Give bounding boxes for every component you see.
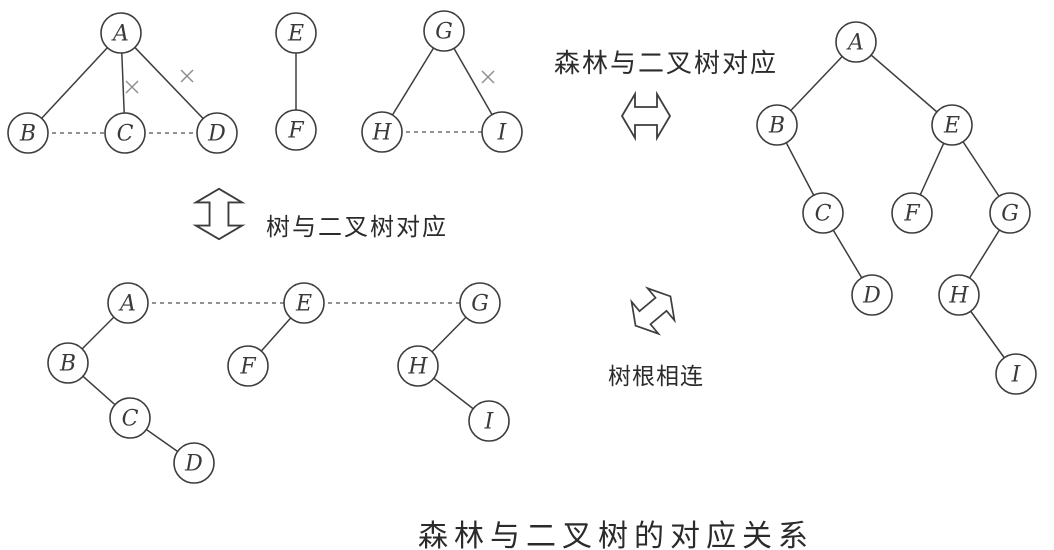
double-arrow-diagonal-icon (630, 286, 676, 336)
node-label: F (287, 118, 304, 143)
node-label: D (862, 283, 881, 308)
node-label: B (59, 351, 76, 376)
tree-node-C: C (802, 192, 844, 234)
node-circle (481, 111, 523, 153)
tree-node-I: I (468, 400, 510, 442)
tree-node-F: F (275, 109, 317, 151)
node-label: F (239, 354, 256, 379)
node-circle (107, 282, 149, 324)
node-circle (835, 21, 877, 63)
node-circle (361, 111, 403, 153)
node-label: C (117, 121, 134, 146)
tree-node-E: E (283, 282, 325, 324)
node-circle (7, 112, 49, 154)
node-circle (851, 274, 893, 316)
double-arrow-vertical-icon (192, 187, 246, 241)
node-label: E (295, 291, 312, 316)
tree-node-G: G (423, 10, 465, 52)
tree-node-F: F (891, 192, 933, 234)
tree-node-H: H (361, 111, 403, 153)
edge-A-D (120, 32, 218, 134)
tree-node-I: I (995, 353, 1037, 395)
node-circle (275, 12, 317, 54)
tree-node-E: E (275, 12, 317, 54)
edge-A-B (27, 32, 122, 134)
edge-A-E (855, 41, 953, 126)
node-label: A (111, 21, 129, 46)
node-label: G (435, 19, 453, 44)
node-label: I (497, 120, 508, 145)
node-circle (891, 192, 933, 234)
tree-node-D: D (173, 442, 215, 484)
node-circle (459, 282, 501, 324)
tree-node-D: D (196, 112, 238, 154)
double-arrow-horizontal-icon (620, 90, 672, 142)
tree-node-A: A (835, 21, 877, 63)
node-circle (423, 10, 465, 52)
node-label: I (484, 409, 495, 434)
node-circle (468, 400, 510, 442)
node-label: B (19, 121, 36, 146)
tree-node-B: B (47, 342, 89, 384)
node-label: G (1001, 201, 1019, 226)
node-label: C (122, 406, 139, 431)
tree-node-A: A (107, 282, 149, 324)
tree-node-C: C (109, 397, 151, 439)
node-circle (173, 442, 215, 484)
label-forest-binary-correspondence: 森林与二叉树对应 (554, 48, 779, 78)
tree-node-B: B (756, 104, 798, 146)
binary-tree-result: A B E C F G D H I (756, 21, 1037, 395)
tree-node-B: B (7, 112, 49, 154)
figure-caption: 森林与二叉树的对应关系 (418, 520, 814, 550)
tree-node-E: E (931, 104, 973, 146)
removed-edge-cross-icon-A-C (125, 80, 139, 94)
node-label: A (846, 30, 864, 55)
node-label: F (903, 201, 920, 226)
node-circle (196, 112, 238, 154)
node-circle (100, 12, 142, 54)
node-circle (938, 274, 980, 316)
label-tree-binary-correspondence: 树与二叉树对应 (266, 214, 448, 241)
node-circle (283, 282, 325, 324)
node-circle (275, 109, 317, 151)
tree-node-D: D (851, 274, 893, 316)
node-label: E (943, 113, 960, 138)
tree-node-F: F (227, 345, 269, 387)
node-circle (756, 104, 798, 146)
node-circle (104, 112, 146, 154)
tree-node-H: H (397, 345, 439, 387)
node-circle (47, 342, 89, 384)
node-label: A (118, 291, 136, 316)
node-circle (989, 192, 1031, 234)
forest-original: A B C D E F G H I (7, 10, 523, 154)
node-label: E (287, 21, 304, 46)
removed-edge-cross-icon-G-I (481, 70, 495, 84)
node-label: H (371, 120, 392, 145)
node-circle (397, 345, 439, 387)
node-label: G (471, 291, 489, 316)
node-label: B (768, 113, 785, 138)
node-label: H (948, 283, 969, 308)
tree-node-A: A (100, 12, 142, 54)
node-label: D (207, 121, 226, 146)
tree-node-H: H (938, 274, 980, 316)
forest-roots-linked: A B C D E F G H I (47, 282, 510, 484)
tree-node-G: G (989, 192, 1031, 234)
node-label: C (815, 201, 832, 226)
node-circle (802, 192, 844, 234)
tree-node-I: I (481, 111, 523, 153)
tree-node-G: G (459, 282, 501, 324)
label-roots-linked: 树根相连 (608, 363, 704, 389)
node-label: I (1011, 362, 1022, 387)
node-circle (995, 353, 1037, 395)
node-circle (109, 397, 151, 439)
node-label: H (407, 354, 428, 379)
node-circle (931, 104, 973, 146)
removed-edge-cross-icon-A-D (180, 69, 194, 83)
tree-node-C: C (104, 112, 146, 154)
node-circle (227, 345, 269, 387)
node-label: D (184, 451, 203, 476)
